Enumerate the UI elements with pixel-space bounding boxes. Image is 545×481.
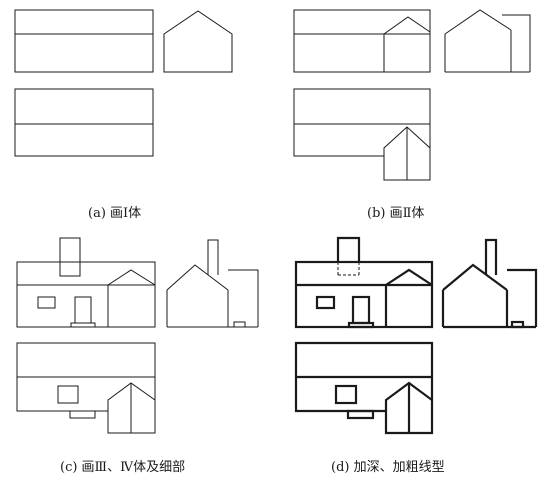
caption-panel-c: (c) 画Ⅲ、Ⅳ体及细部 (60, 460, 186, 475)
panel-b-body-two (293, 9, 531, 181)
panel-a-body-one (14, 9, 233, 157)
panel-d-side-view (441, 238, 538, 329)
panel-a-side-view (163, 10, 233, 73)
panel-d-chimney-hidden-lines (337, 262, 360, 276)
panel-b-side-view (444, 9, 531, 73)
panel-d-final-lines (294, 236, 538, 435)
panel-d-front-view (294, 236, 434, 329)
caption-panel-a: (a) 画Ⅰ体 (88, 206, 142, 221)
panel-c-bodies-three-four (16, 237, 259, 434)
panel-c-front-view (16, 237, 156, 328)
panel-a-top-view (14, 88, 154, 157)
caption-panel-d: (d) 加深、加粗线型 (331, 460, 445, 475)
panel-a-front-view (14, 9, 154, 73)
panel-b-front-view (293, 9, 431, 73)
caption-panel-b: (b) 画Ⅱ体 (367, 206, 425, 221)
panel-b-top-view (293, 88, 431, 181)
panel-d-top-view (294, 341, 434, 435)
panel-c-top-view (16, 342, 156, 434)
panel-c-side-view (166, 239, 259, 328)
